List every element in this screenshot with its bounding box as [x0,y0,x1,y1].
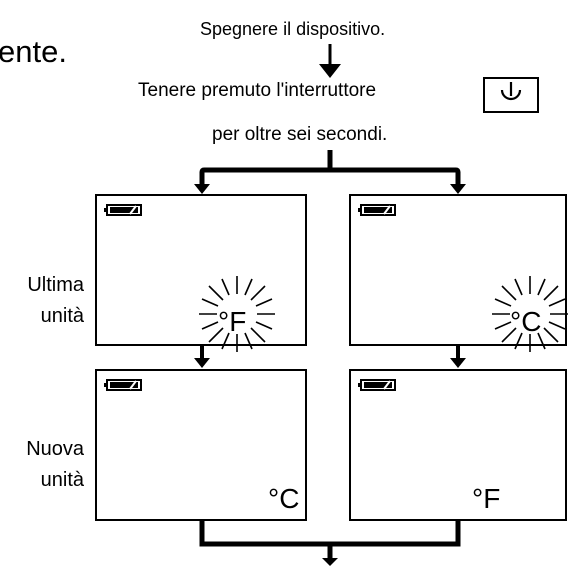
label-last-unit-line1: Ultima [27,274,84,296]
label-new-unit-line1: Nuova [26,438,84,460]
arrow-down-1 [319,44,341,78]
step-power-off: Spegnere il dispositivo. [200,19,386,39]
label-last-unit-line2: unità [40,305,84,327]
arrow-down-right [450,345,466,368]
label-last-unit: Ultima unità [4,270,84,332]
arrow-head-right-top [450,184,466,194]
screen-bottom-right [349,369,567,521]
power-icon [483,77,539,113]
arrow-down-left [194,345,210,368]
screen-top-left [95,194,307,346]
arrow-head-bottom [322,558,338,566]
unit-bottom-left: °C [268,483,299,514]
label-new-unit: Nuova unità [4,434,84,496]
unit-bottom-right: °F [472,483,500,514]
merge-connector [199,520,461,560]
split-connector [199,150,461,186]
header-fragment: ente. [0,34,67,69]
screen-bottom-left [95,369,307,521]
step-duration: per oltre sei secondi. [212,124,388,145]
unit-top-right: °C [510,306,541,337]
screen-top-right [349,194,567,346]
arrow-head-left-top [194,184,210,194]
step-hold-switch: Tenere premuto l'interruttore [138,80,377,101]
unit-top-left: °F [218,306,246,337]
label-new-unit-line2: unità [40,469,84,491]
